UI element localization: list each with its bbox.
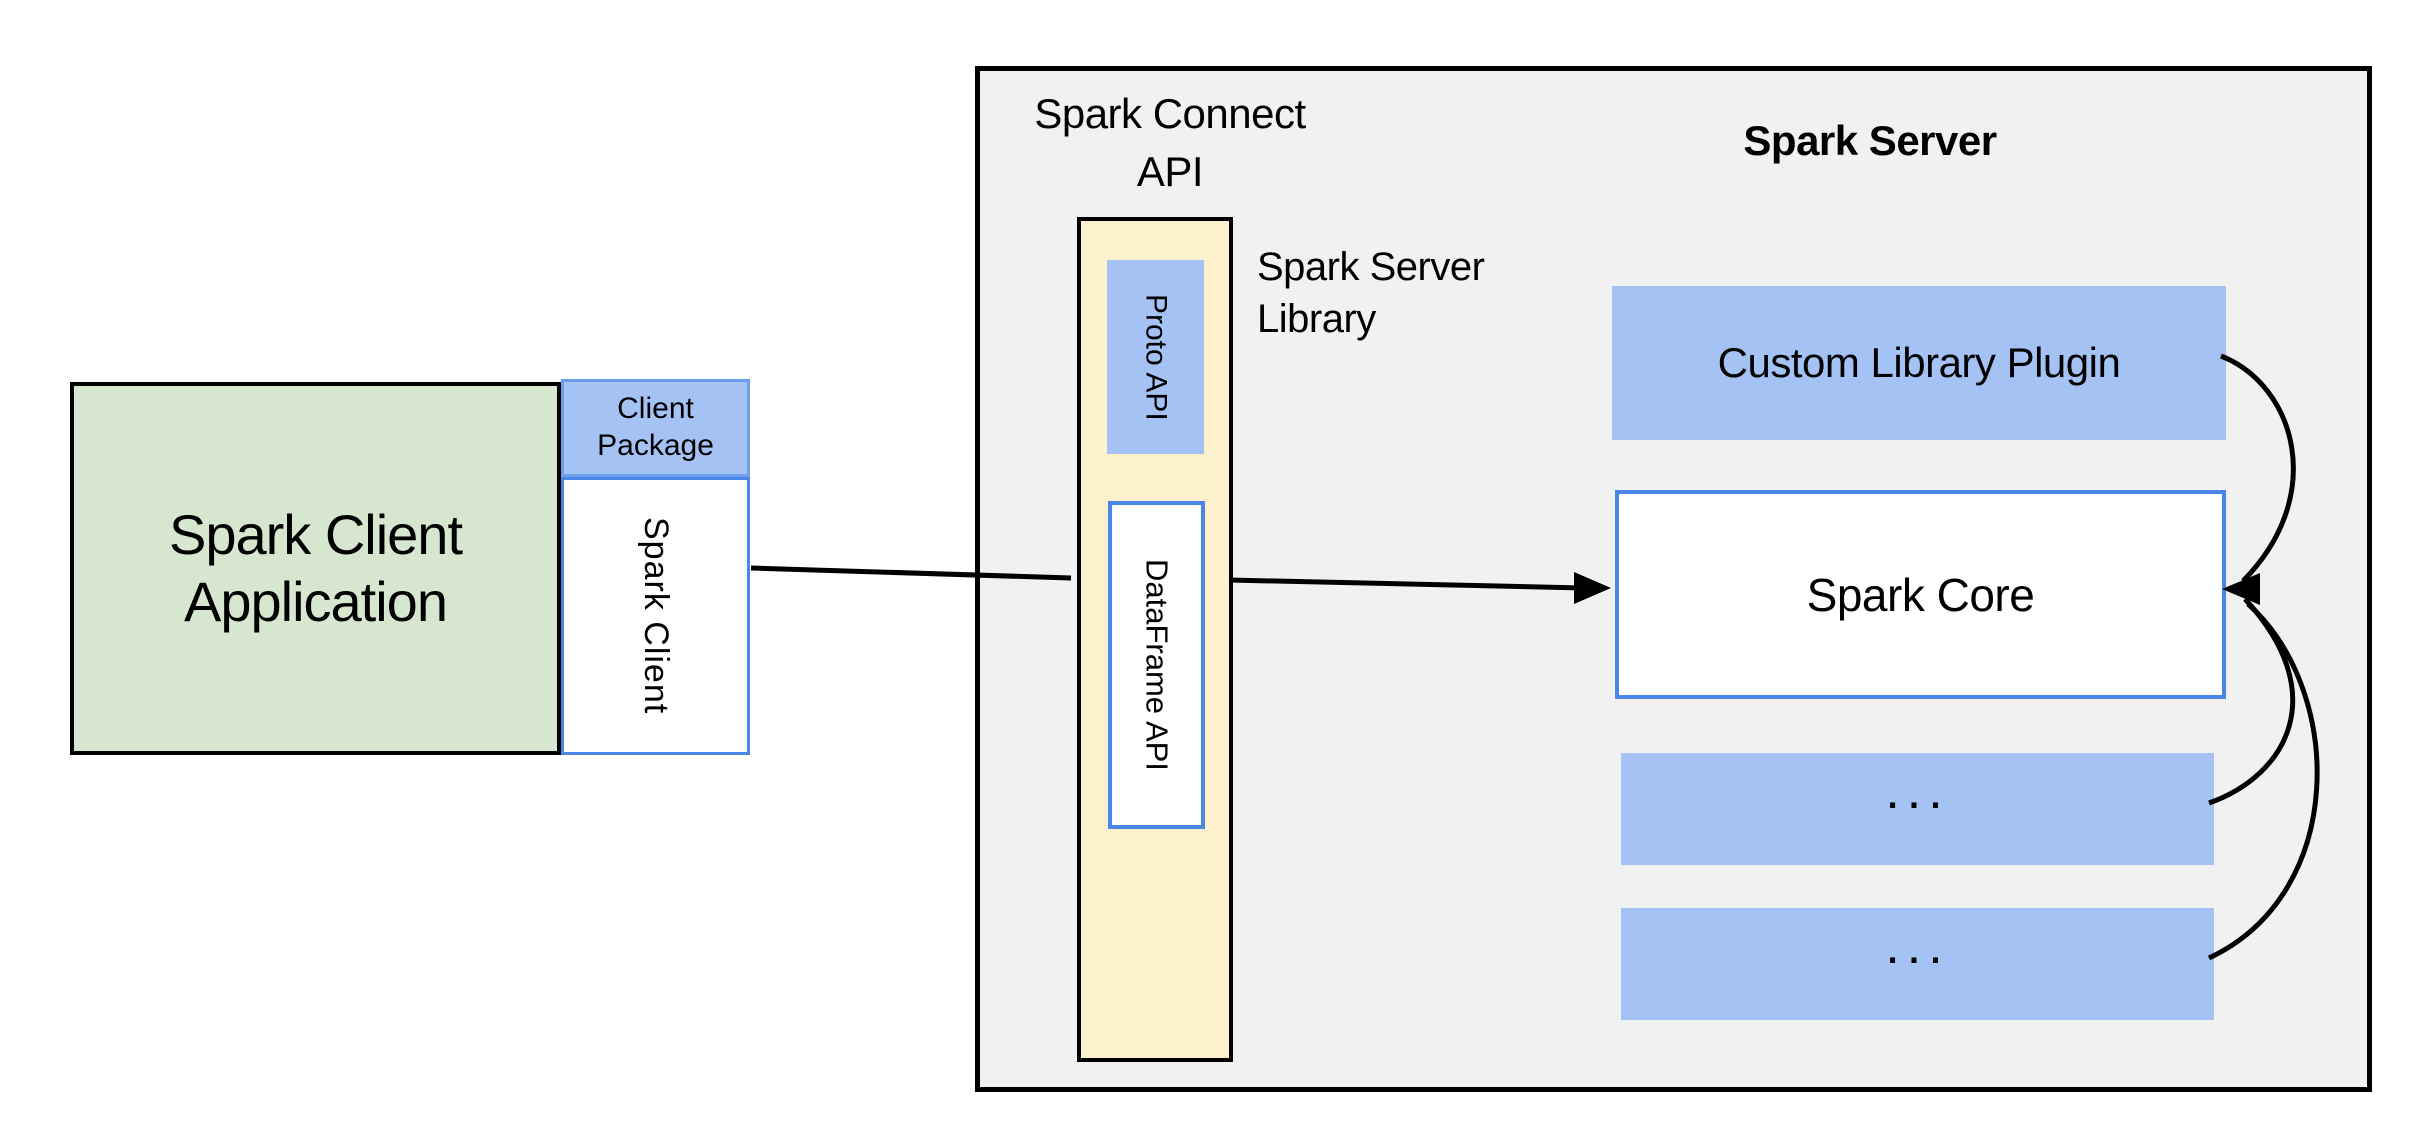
client-package-line2: Package xyxy=(597,429,714,462)
spark-connect-api-header: Spark Connect API xyxy=(1005,85,1335,201)
spark-client-application-label: Spark Client Application xyxy=(168,502,463,634)
spark-connect-api-bar: Proto API DataFrame API xyxy=(1077,217,1233,1062)
library-label-line2: Library xyxy=(1257,297,1376,341)
connect-api-header-line1: Spark Connect xyxy=(1034,90,1306,137)
app-label-line2: Application xyxy=(184,569,448,633)
spark-server-panel: Spark Connect API Spark Server Proto API… xyxy=(975,66,2372,1092)
library-label-line1: Spark Server xyxy=(1257,245,1485,289)
custom-library-plugin-box: Custom Library Plugin xyxy=(1612,286,2226,440)
ellipsis-bottom-label: ... xyxy=(1885,917,1950,975)
spark-core-box: Spark Core xyxy=(1615,490,2226,699)
dataframe-api-box: DataFrame API xyxy=(1108,501,1205,829)
ellipsis-top-label: ... xyxy=(1885,762,1950,820)
ellipsis-box-bottom: ... xyxy=(1621,908,2214,1020)
spark-server-library-label: Spark Server Library xyxy=(1257,241,1587,345)
spark-client-box: Spark Client xyxy=(561,477,750,755)
proto-api-label: Proto API xyxy=(1139,293,1173,421)
connect-api-header-line2: API xyxy=(1136,147,1204,195)
spark-client-application-box: Spark Client Application xyxy=(70,382,561,755)
spark-core-label: Spark Core xyxy=(1806,568,2035,621)
ellipsis-box-top: ... xyxy=(1621,753,2214,865)
client-package-label: Client Package xyxy=(597,391,714,464)
dataframe-api-label: DataFrame API xyxy=(1139,559,1175,771)
spark-server-title: Spark Server xyxy=(1743,117,1997,164)
spark-client-label: Spark Client xyxy=(637,517,675,715)
app-label-line1: Spark Client xyxy=(168,503,463,567)
custom-library-plugin-label: Custom Library Plugin xyxy=(1717,339,2121,386)
client-package-line1: Client xyxy=(617,392,694,426)
client-package-box: Client Package xyxy=(561,379,750,477)
proto-api-box: Proto API xyxy=(1107,260,1204,454)
